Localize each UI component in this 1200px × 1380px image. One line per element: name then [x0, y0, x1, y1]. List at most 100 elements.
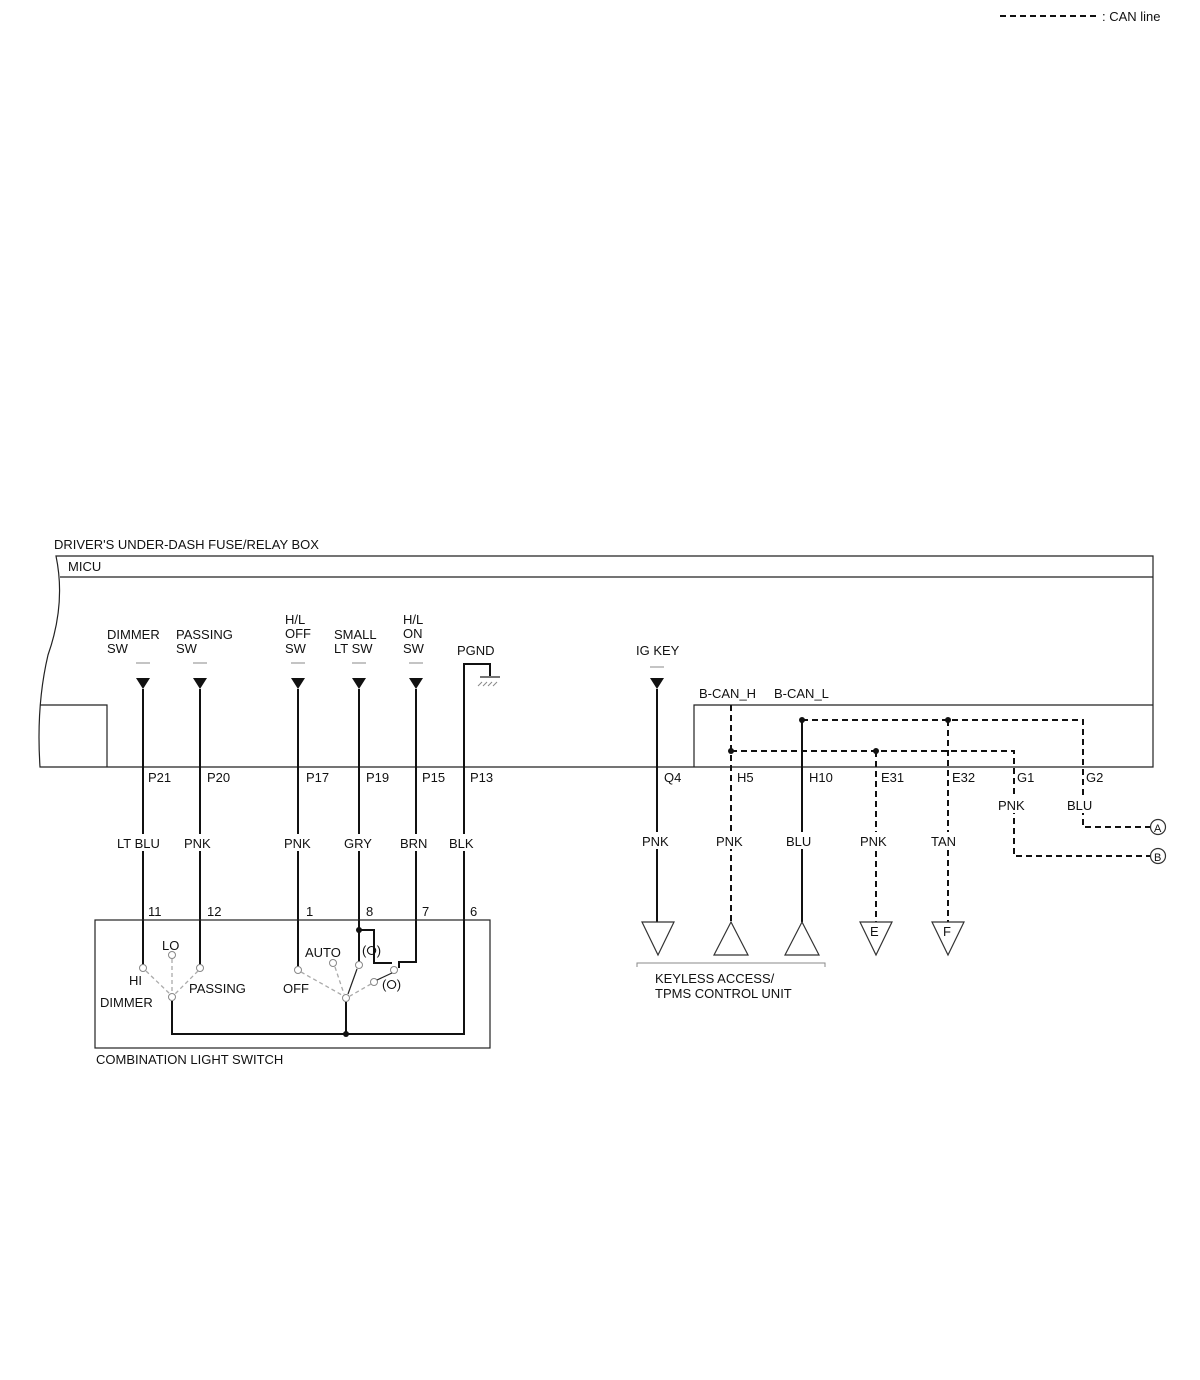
dimmer-pivot [168, 993, 176, 1001]
switch-pin-8: 8 [366, 904, 373, 919]
switch-name: COMBINATION LIGHT SWITCH [96, 1052, 283, 1067]
wire-color-blk: BLK [449, 836, 474, 851]
connector-a-label: A [1154, 823, 1162, 835]
hl-on-sw-label-3: SW [403, 641, 425, 656]
gry-wire [358, 689, 392, 964]
lo-contact [168, 951, 176, 959]
wire-color-brn: BRN [400, 836, 427, 851]
fuse-box-title: DRIVER'S UNDER-DASH FUSE/RELAY BOX [54, 537, 319, 552]
dimmer-sw-label-2: SW [107, 641, 129, 656]
wire-color-blu-can-l: BLU [786, 834, 811, 849]
hi-contact [139, 964, 147, 972]
can-h-junction-dot [728, 748, 734, 754]
pin-g1: G1 [1017, 770, 1034, 785]
connector-f-label: F [943, 924, 951, 939]
light-pivot [342, 994, 350, 1002]
micu-can-block [693, 704, 1153, 767]
dimmer-input-arrow-icon [136, 678, 150, 689]
small-lt-input-arrow-icon [352, 678, 366, 689]
hl-off-sw-label-1: H/L [285, 612, 305, 627]
passing-sw-label-1: PASSING [176, 627, 233, 642]
can-l-input-triangle-icon [784, 920, 820, 956]
hl-off-input-arrow-icon [291, 678, 305, 689]
lo-label: LO [162, 938, 179, 953]
combination-light-switch: 11 12 1 8 7 6 LO HI DIMMER PASSING [94, 904, 491, 1067]
wire-color-gry: GRY [344, 836, 372, 851]
can-l-bus [802, 719, 1150, 828]
light-switch-blade [347, 968, 358, 995]
pin-q4: Q4 [664, 770, 681, 785]
ground-icon [463, 663, 500, 920]
hl-on-sw-label-2: ON [403, 626, 423, 641]
wire-color-tan-e32: TAN [931, 834, 956, 849]
pin-p21: P21 [148, 770, 171, 785]
connector-f-triangle-icon [931, 921, 965, 957]
hl-on-input-arrow-icon [409, 678, 423, 689]
ground-junction-dot [343, 1031, 349, 1037]
small-contact [355, 961, 363, 969]
dimmer-sw-label-1: DIMMER [107, 627, 160, 642]
switch-outline [94, 919, 491, 1049]
legend: : CAN line [1000, 9, 1161, 24]
pgnd-wire [463, 663, 491, 920]
wire-color-pnk-hl-off: PNK [284, 836, 311, 851]
micu-box: DRIVER'S UNDER-DASH FUSE/RELAY BOX MICU [38, 537, 1154, 768]
hl-off-sw-label-2: OFF [285, 626, 311, 641]
passing-sw-label-2: SW [176, 641, 198, 656]
pin-e31: E31 [881, 770, 904, 785]
can-l-junction-dot [799, 717, 805, 723]
hl-on-sw-label-1: H/L [403, 612, 423, 627]
pin-h5: H5 [737, 770, 754, 785]
pin-p20: P20 [207, 770, 230, 785]
wire-color-blu-g2: BLU [1067, 798, 1092, 813]
head-contact [370, 978, 378, 986]
keyless-unit-name-1: KEYLESS ACCESS/ [655, 971, 775, 986]
b-can-h-label: B-CAN_H [699, 686, 756, 701]
auto-label: AUTO [305, 945, 341, 960]
pin-p19: P19 [366, 770, 389, 785]
brn-wire [398, 689, 417, 968]
hi-label: HI [129, 973, 142, 988]
ig-key-label: IG KEY [636, 643, 680, 658]
switch-pin-11: 11 [148, 904, 162, 919]
small-lt-sw-label-1: SMALL [334, 627, 377, 642]
connector-e-label: E [870, 924, 879, 939]
off-label: OFF [283, 981, 309, 996]
wire-color-pnk-g1: PNK [998, 798, 1025, 813]
can-h-input-triangle-icon [713, 920, 749, 956]
can-line-legend-label: : CAN line [1102, 9, 1161, 24]
micu-label: MICU [68, 559, 101, 574]
b-can-l-label: B-CAN_L [774, 686, 829, 701]
connector-b-label: B [1154, 852, 1161, 864]
switch-pin-1: 1 [306, 904, 313, 919]
keyless-unit-name-2: TPMS CONTROL UNIT [655, 986, 792, 1001]
wire-color-labels: LT BLU PNK PNK GRY BRN BLK PNK PNK BLU P… [114, 796, 1099, 851]
small-lt-junction-dot [356, 927, 362, 933]
dimmer-label: DIMMER [100, 995, 153, 1010]
pin-p17: P17 [306, 770, 329, 785]
switch-pin-6: 6 [470, 904, 477, 919]
switch-ground-bus [171, 920, 465, 1035]
can-lines [728, 705, 1150, 922]
wire-color-pnk-ig: PNK [642, 834, 669, 849]
headlight-position-label: (⭘) [382, 977, 401, 992]
off-contact [294, 966, 302, 974]
connector-e-triangle-icon [859, 921, 893, 957]
can-l-junction-dot-2 [945, 717, 951, 723]
can-h-junction-dot-2 [873, 748, 879, 754]
switch-pin-12: 12 [207, 904, 221, 919]
solid-wires [142, 689, 803, 968]
wire-color-lt-blu: LT BLU [117, 836, 160, 851]
passing-input-arrow-icon [193, 678, 207, 689]
wire-color-pnk-passing: PNK [184, 836, 211, 851]
auto-contact [329, 959, 337, 967]
micu-outline [38, 555, 1154, 768]
keyless-access-unit: E F KEYLESS ACCESS/ TPMS CONTROL UNIT [636, 920, 965, 1001]
micu-pin-labels: P21 P20 P17 P19 P15 P13 Q4 H5 H10 E31 E3… [148, 770, 1103, 785]
switch-pin-7: 7 [422, 904, 429, 919]
input-arrows [136, 662, 664, 689]
passing-contact [196, 964, 204, 972]
keyless-bracket [636, 962, 826, 967]
connector-b-icon [1149, 847, 1167, 865]
